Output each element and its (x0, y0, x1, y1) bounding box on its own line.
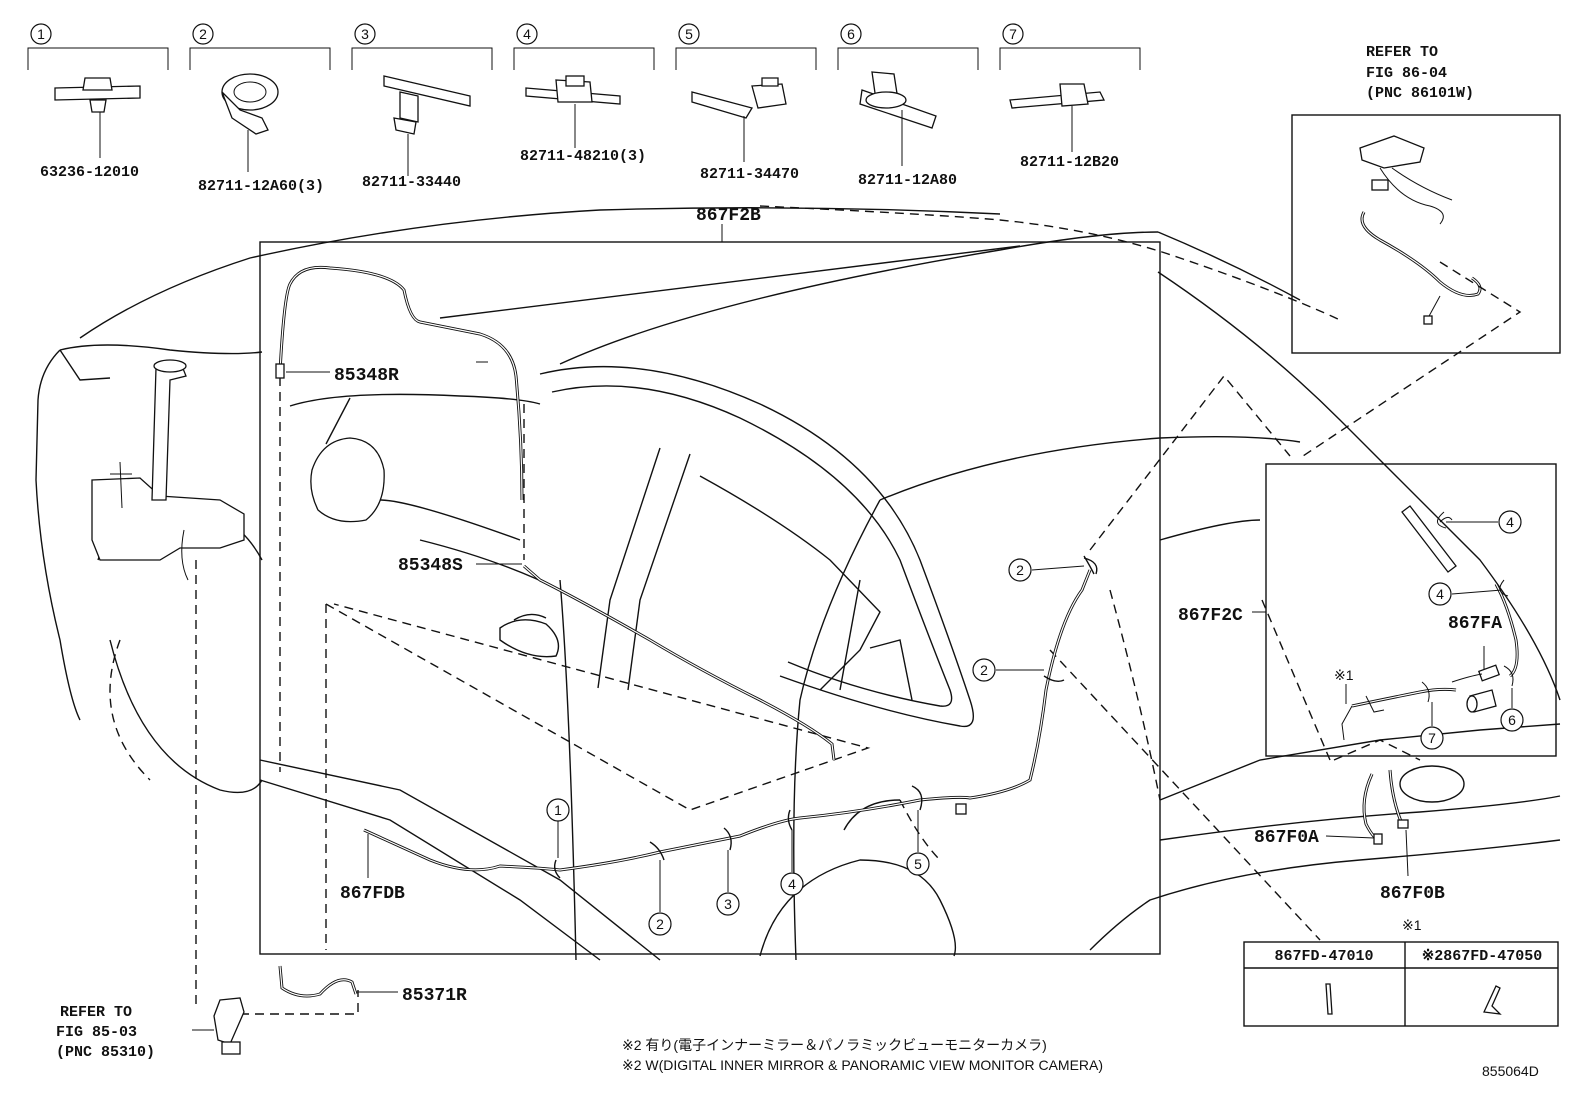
washer-hose-85348R (275, 265, 524, 501)
callout-3: 3 (716, 850, 740, 916)
part-label-867FDB: 867FDB (340, 884, 405, 904)
part-label-867FA: 867FA (1448, 614, 1502, 634)
callout-4-box-top: 4 (1446, 510, 1522, 534)
refer-bottom-line1: REFER TO (60, 1004, 132, 1021)
clip-header-index: 5 (685, 26, 693, 42)
svg-text:2: 2 (980, 662, 988, 678)
wires-867F0A-867F0B (1325, 769, 1409, 877)
svg-text:1: 1 (554, 802, 562, 818)
clip-header-4: 4 (513, 23, 655, 70)
clip-header-index: 3 (361, 26, 369, 42)
svg-text:2: 2 (656, 916, 664, 932)
refer-top-box (1291, 114, 1561, 354)
part-label-867F0A: 867F0A (1254, 828, 1319, 848)
clip-header-index: 7 (1009, 26, 1017, 42)
refer-bottom-line3: (PNC 85310) (56, 1044, 155, 1061)
clip-part-number: 82711-33440 (362, 174, 461, 191)
callout-4-lower: 4 (780, 830, 804, 896)
callout-1: 1 (546, 798, 570, 858)
callout-6: 6 (1500, 688, 1524, 732)
wire-clip-rings (553, 557, 1098, 879)
svg-text:6: 6 (1508, 712, 1516, 728)
clip-part-number: 82711-48210(3) (520, 148, 646, 165)
wire-rear-inner (523, 564, 836, 761)
figure-id: 855064D (1482, 1063, 1539, 1079)
clip-header-3: 3 (351, 23, 493, 70)
variant-table-mark: ※1 (1402, 917, 1422, 933)
variant-col1: 867FD-47010 (1274, 948, 1373, 965)
clip-header-index: 1 (37, 26, 45, 42)
clip-header-index: 2 (199, 26, 207, 42)
svg-text:4: 4 (1506, 514, 1514, 530)
clip-header-index: 6 (847, 26, 855, 42)
clip-2-icon (221, 73, 279, 172)
refer-top-line1: REFER TO (1366, 44, 1438, 61)
part-label-85348S: 85348S (398, 556, 463, 576)
connector-867FA-icon (1451, 664, 1501, 713)
svg-text:3: 3 (724, 896, 732, 912)
callout-2-lower: 2 (648, 860, 672, 936)
note-english: ※2 W(DIGITAL INNER MIRROR & PANORAMIC VI… (622, 1057, 1103, 1073)
variant-2-icon (1483, 985, 1502, 1015)
part-label-867F2C: 867F2C (1178, 606, 1243, 626)
callout-2-mid: 2 (972, 658, 1044, 682)
antenna-rod-icon (1401, 505, 1519, 678)
clip-6-icon (859, 71, 937, 166)
main-detail-box (259, 241, 1161, 955)
callout-4-box-mid: 4 (1428, 582, 1503, 606)
clip-header-2: 2 (189, 23, 331, 70)
svg-text:4: 4 (1436, 586, 1444, 602)
clip-part-number: 82711-12A80 (858, 172, 957, 189)
front-washer-hose-85371R (278, 965, 358, 998)
wire-867FDB (363, 555, 1095, 872)
svg-text:4: 4 (788, 876, 796, 892)
note-mark-1: ※1 (1334, 667, 1354, 683)
callout-5: 5 (906, 810, 930, 876)
part-label-867F0B: 867F0B (1380, 884, 1445, 904)
clip-3-icon (383, 75, 471, 176)
clip-part-number: 63236-12010 (40, 164, 139, 181)
clip-7-icon (1009, 83, 1106, 152)
variant-1-icon (1325, 983, 1333, 1015)
clip-header-1: 1 (27, 23, 169, 70)
vehicle-body-outline (35, 207, 1561, 961)
clip-header-7: 7 (999, 23, 1141, 70)
part-label-85348R: 85348R (334, 366, 399, 386)
part-label-85371R: 85371R (402, 986, 467, 1006)
clip-4-icon (525, 75, 621, 148)
dashed-leaders (195, 205, 1522, 1015)
camera-unit-icon (1359, 135, 1482, 325)
clip-part-number: 82711-12B20 (1020, 154, 1119, 171)
svg-text:2: 2 (1016, 562, 1024, 578)
clip-header-5: 5 (675, 23, 817, 70)
detail-box-867F2C (1265, 463, 1557, 757)
callout-2-upper: 2 (1008, 558, 1085, 582)
refer-top-line3: (PNC 86101W) (1366, 85, 1474, 102)
clip-header-6: 6 (837, 23, 979, 70)
clip-part-number: 82711-12A60(3) (198, 178, 324, 195)
note-japanese: ※2 有り(電子インナーミラー＆パノラミックビューモニターカメラ) (622, 1037, 1047, 1053)
svg-text:5: 5 (914, 856, 922, 872)
part-label-867F2B: 867F2B (696, 206, 761, 226)
variant-table: 867FD-47010 ※2867FD-47050 (1243, 941, 1559, 1027)
refer-bottom-line2: FIG 85-03 (56, 1024, 137, 1041)
clip-5-icon (691, 77, 787, 162)
refer-top-line2: FIG 86-04 (1366, 65, 1447, 82)
variant-col2: ※2867FD-47050 (1422, 948, 1543, 965)
washer-motor-icon (213, 997, 245, 1055)
clip-part-number: 82711-34470 (700, 166, 799, 183)
callout-7: 7 (1420, 702, 1444, 750)
clip-header-index: 4 (523, 26, 531, 42)
clip-1-icon (54, 77, 141, 158)
svg-text:7: 7 (1428, 730, 1436, 746)
